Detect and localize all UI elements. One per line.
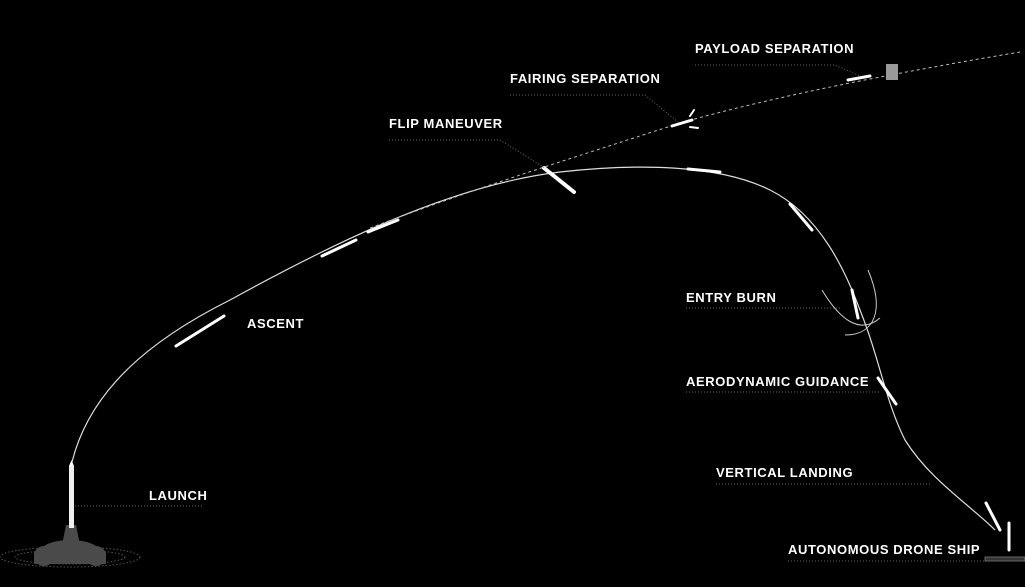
label-entry-burn: ENTRY BURN — [686, 290, 777, 305]
satellite-icon — [886, 64, 898, 80]
second-stage-trajectory — [369, 51, 1021, 229]
fairing-halves-icon — [689, 109, 699, 129]
label-payload-separation: PAYLOAD SEPARATION — [695, 41, 855, 56]
drone-ship-icon — [984, 556, 1025, 562]
label-autonomous-drone-ship: AUTONOMOUS DRONE SHIP — [788, 542, 981, 557]
stage-markers — [174, 74, 1011, 552]
launch-smoke-icon — [34, 525, 106, 566]
label-fairing-separation: FAIRING SEPARATION — [510, 71, 661, 86]
first-stage-trajectory — [71, 166, 996, 531]
label-flip-maneuver: FLIP MANEUVER — [389, 116, 503, 131]
label-ascent: ASCENT — [247, 316, 305, 331]
launch-rocket-icon — [69, 460, 74, 528]
leader-lines — [75, 64, 985, 562]
label-vertical-landing: VERTICAL LANDING — [716, 465, 854, 480]
label-launch: LAUNCH — [149, 488, 208, 503]
label-aerodynamic-guidance: AERODYNAMIC GUIDANCE — [686, 374, 870, 389]
entry-burn-arcs-icon — [821, 269, 881, 336]
